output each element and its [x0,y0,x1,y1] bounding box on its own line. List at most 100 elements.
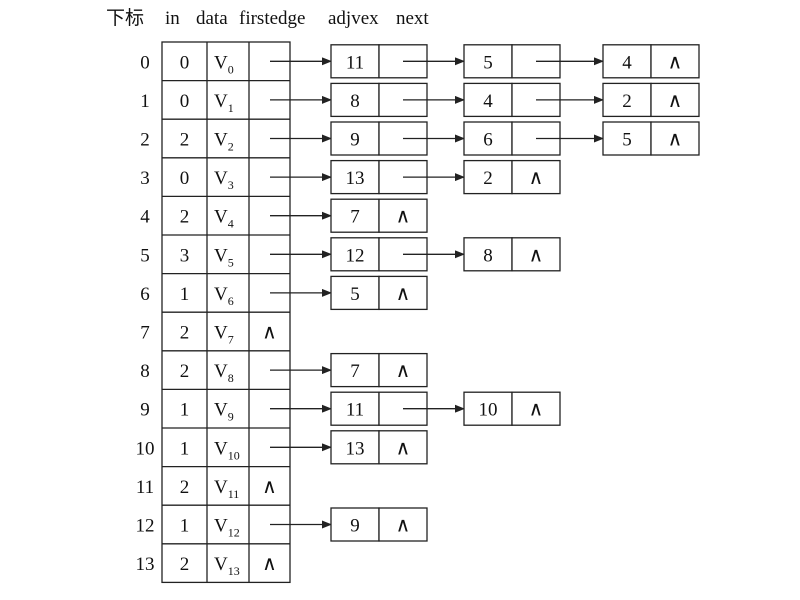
edge-node-adjvex [330,430,380,465]
edge-node-next [378,198,428,233]
edge-node-next [511,391,561,426]
edge-next-null: ∧ [396,283,411,305]
vertex-in-degree: 3 [180,245,190,266]
vertex-in-degree: 2 [180,361,190,382]
edge-adjvex-value: 9 [350,516,360,537]
edge-lists: 11 5 4 ∧ 8 4 2 ∧ 9 6 5 ∧ 13 2 ∧ 7 ∧ 12 8 ∧ 5 ∧ 7 ∧ 11 10 ∧ 13 ∧ 9 ∧ [270,44,700,542]
edge-node-adjvex [330,82,380,118]
vertex-in-degree: 2 [180,554,190,575]
edge-node-next [650,82,700,118]
vertex-index: 5 [140,245,150,266]
edge-next-null: ∧ [529,167,544,189]
edge-node-adjvex [463,82,513,118]
vertex-index: 2 [140,130,150,151]
vertex-in-degree: 2 [180,130,190,151]
edge-next-null: ∧ [529,244,544,266]
edge-adjvex-value: 2 [622,91,632,112]
edge-node-adjvex [463,391,513,426]
vertex-in-degree: 2 [180,477,190,498]
vertex-in-degree: 2 [180,207,190,228]
vertex-index: 11 [136,477,154,498]
vertex-index: 12 [136,516,155,537]
edge-next-null: ∧ [396,437,411,459]
edge-adjvex-value: 8 [483,245,493,266]
edge-node-next [378,430,428,465]
vertex-index: 0 [140,52,150,73]
edge-next-null: ∧ [668,129,683,151]
edge-adjvex-value: 4 [483,91,493,112]
edge-node-adjvex [463,121,513,156]
vertex-in-degree: 0 [180,91,190,112]
header-data: data [196,8,228,29]
edge-node-next [650,44,700,79]
header-index-label: 下标 [106,7,144,29]
edge-node-adjvex [330,198,380,233]
edge-adjvex-value: 8 [350,91,360,112]
edge-next-null: ∧ [668,90,683,112]
firstedge-null: ∧ [262,553,277,575]
edge-adjvex-value: 7 [350,207,360,228]
vertex-in-degree: 1 [180,400,190,421]
edge-node-next [378,352,428,388]
edge-node-next [511,237,561,272]
edge-node-adjvex [463,159,513,195]
vertex-in-degree: 1 [180,284,190,305]
edge-next-null: ∧ [668,51,683,73]
vertex-data: V10 [214,438,240,462]
edge-node-adjvex [330,159,380,195]
edge-node-adjvex [463,44,513,79]
edge-adjvex-value: 4 [622,52,632,73]
firstedge-null: ∧ [262,322,277,344]
edge-node-adjvex [330,391,380,426]
edge-adjvex-value: 13 [346,168,365,189]
edge-next-null: ∧ [396,515,411,537]
header-adjvex: adjvex [328,8,379,29]
vertex-index: 10 [136,438,155,459]
vertex-in-degree: 2 [180,323,190,344]
vertex-in-degree: 1 [180,516,190,537]
edge-adjvex-value: 5 [350,284,360,305]
edge-node-next [511,159,561,195]
edge-next-null: ∧ [529,399,544,421]
vertex-index: 8 [140,361,150,382]
edge-adjvex-value: 5 [483,52,493,73]
edge-node-adjvex [602,44,652,79]
edge-node-next [378,507,428,542]
edge-node-adjvex [330,507,380,542]
vertex-index: 13 [136,554,155,575]
edge-adjvex-value: 11 [346,400,364,421]
header-next: next [396,8,429,29]
edge-adjvex-value: 12 [346,245,365,266]
edge-next-null: ∧ [396,206,411,228]
vertex-in-degree: 0 [180,168,190,189]
edge-adjvex-value: 11 [346,52,364,73]
vertex-index: 9 [140,400,150,421]
vertex-data: V12 [214,516,240,540]
edge-node-next [378,275,428,311]
edge-adjvex-value: 10 [479,400,498,421]
vertex-index: 1 [140,91,150,112]
edge-node-adjvex [330,275,380,311]
vertex-index: 4 [140,207,150,228]
edge-node-adjvex [463,237,513,272]
vertex-in-degree: 0 [180,52,190,73]
edge-node-next [650,121,700,156]
edge-adjvex-value: 9 [350,130,360,151]
edge-next-null: ∧ [396,360,411,382]
edge-adjvex-value: 13 [346,438,365,459]
header-row: 下标 in data firstedge adjvex next [106,7,429,29]
header-firstedge: firstedge [239,8,305,29]
edge-adjvex-value: 7 [350,361,360,382]
firstedge-null: ∧ [262,476,277,498]
vertex-index: 6 [140,284,150,305]
edge-adjvex-value: 2 [483,168,493,189]
edge-adjvex-value: 5 [622,130,632,151]
header-in: in [165,8,180,29]
vertex-index: 3 [140,168,150,189]
edge-adjvex-value: 6 [483,130,493,151]
vertex-index: 7 [140,323,150,344]
edge-node-adjvex [330,237,380,272]
vertex-in-degree: 1 [180,438,190,459]
